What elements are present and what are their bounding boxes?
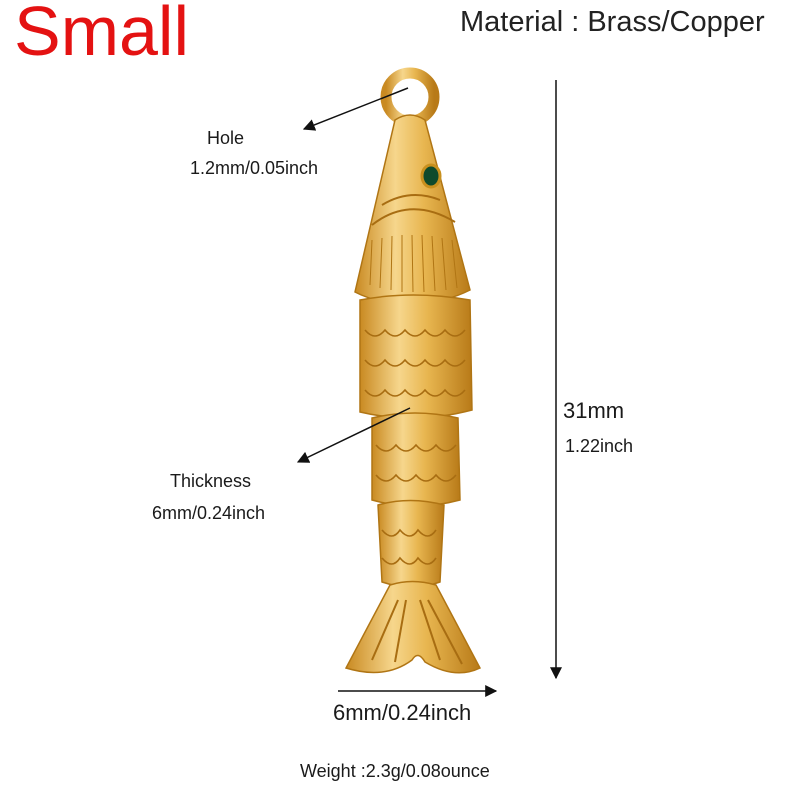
length-inch: 1.22inch: [565, 436, 634, 456]
thickness-value: 6mm/0.24inch: [152, 503, 266, 523]
size-title: Small: [14, 0, 190, 70]
hole-arrow: [302, 87, 409, 131]
material-label: Material : Brass/Copper: [460, 6, 765, 38]
fish-pendant-image: [344, 67, 482, 674]
weight-label: Weight :2.3g/0.08ounce: [300, 761, 490, 781]
length-mm: 31mm: [563, 398, 625, 423]
width-value: 6mm/0.24inch: [333, 700, 472, 725]
thickness-label: Thickness: [170, 471, 252, 491]
eye-stone-icon: [420, 163, 442, 189]
thickness-arrow: [296, 407, 411, 463]
hole-label: Hole: [207, 128, 245, 148]
hole-value: 1.2mm/0.05inch: [190, 158, 319, 178]
